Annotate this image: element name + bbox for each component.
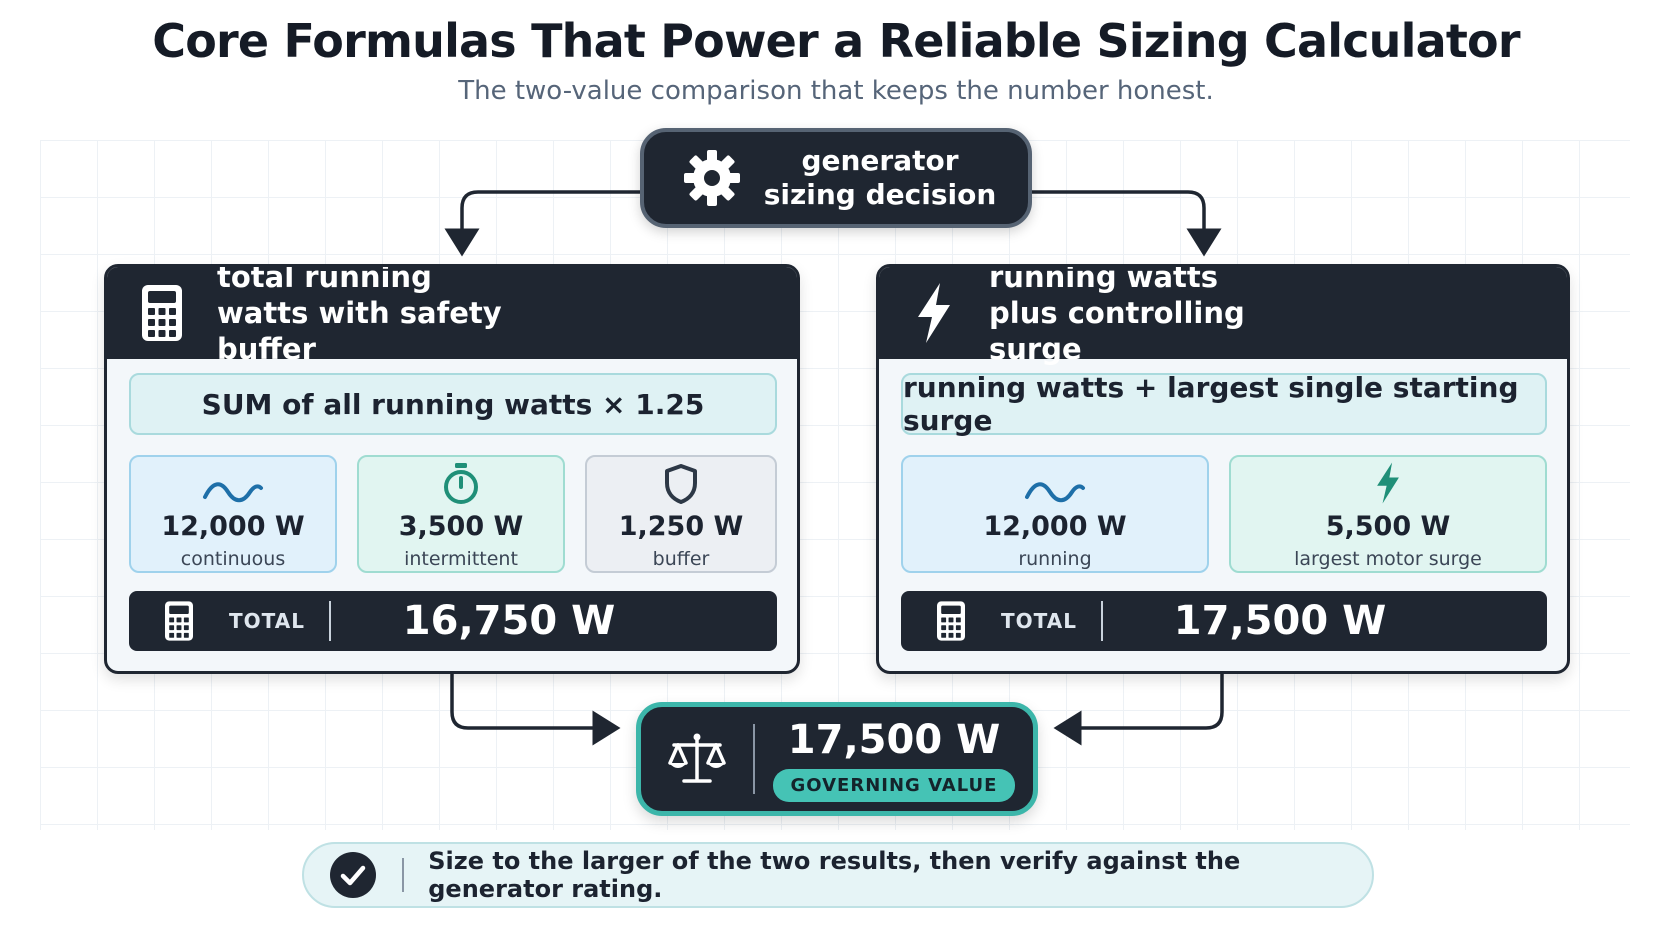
formula-box: SUM of all running watts × 1.25 (129, 373, 777, 435)
wave-icon (131, 457, 335, 505)
divider (402, 858, 405, 892)
card-value: 12,000 W (161, 511, 305, 542)
lightning-icon (879, 281, 989, 345)
card-value: 1,250 W (618, 511, 744, 542)
footer-note: Size to the larger of the two results, t… (302, 842, 1374, 908)
card-value: 3,500 W (398, 511, 524, 542)
panel-header: running watts plus controlling surge (879, 267, 1567, 366)
result-value: 17,500 W (787, 716, 1001, 763)
lightning-icon (1231, 457, 1545, 505)
arrow-left-to-result (450, 674, 621, 746)
card-value: 5,500 W (1325, 511, 1451, 542)
page-subtitle: The two-value comparison that keeps the … (458, 76, 1214, 106)
card-label: intermittent (404, 548, 518, 570)
card-intermittent: 3,500 W intermittent (357, 455, 565, 573)
card-buffer: 1,250 W buffer (585, 455, 777, 573)
calculator-icon (901, 600, 1001, 642)
arrow-decision-to-right (1032, 190, 1222, 257)
total-bar: TOTAL 17,500 W (901, 591, 1547, 651)
panel-running-plus-surge: running watts plus controlling surge run… (876, 264, 1570, 674)
divider (753, 724, 755, 794)
card-continuous: 12,000 W continuous (129, 455, 337, 573)
governing-result: 17,500 W GOVERNING VALUE (636, 702, 1038, 816)
decision-node: generator sizing decision (640, 128, 1032, 228)
panel-heading: running watts plus controlling surge (989, 264, 1245, 366)
decision-label: generator sizing decision (763, 144, 997, 211)
total-label: TOTAL (1001, 609, 1077, 633)
balance-scale-icon (641, 731, 753, 787)
arrow-decision-to-left (444, 190, 640, 257)
wave-icon (903, 457, 1207, 505)
panel-running-with-buffer: total running watts with safety buffer S… (104, 264, 800, 674)
footer-text: Size to the larger of the two results, t… (428, 847, 1241, 903)
total-value: 16,750 W (402, 598, 616, 644)
total-label: TOTAL (229, 609, 305, 633)
result-body: 17,500 W GOVERNING VALUE (755, 717, 1033, 802)
input-cards: 12,000 W continuous 3,500 W intermittent… (129, 455, 777, 573)
panel-heading: total running watts with safety buffer (217, 264, 502, 366)
card-label: running (1018, 548, 1092, 570)
check-circle-icon (304, 851, 402, 899)
card-label: buffer (652, 548, 710, 570)
shield-icon (587, 457, 775, 505)
calculator-icon (107, 283, 217, 343)
gear-icon (672, 147, 752, 209)
arrow-right-to-result (1053, 674, 1224, 746)
total-bar: TOTAL 16,750 W (129, 591, 777, 651)
page-title: Core Formulas That Power a Reliable Sizi… (152, 14, 1520, 68)
input-cards: 12,000 W running 5,500 W largest motor s… (901, 455, 1547, 573)
card-value: 12,000 W (983, 511, 1127, 542)
divider (1101, 601, 1103, 641)
card-label: continuous (180, 548, 286, 570)
stopwatch-icon (359, 457, 563, 505)
divider (329, 601, 331, 641)
card-largest-motor-surge: 5,500 W largest motor surge (1229, 455, 1547, 573)
total-value: 17,500 W (1173, 598, 1387, 644)
governing-value-badge: GOVERNING VALUE (772, 768, 1016, 802)
formula-box: running watts + largest single starting … (901, 371, 1547, 437)
card-label: largest motor surge (1294, 548, 1482, 570)
panel-header: total running watts with safety buffer (107, 267, 797, 366)
card-running: 12,000 W running (901, 455, 1209, 573)
calculator-icon (129, 600, 229, 642)
